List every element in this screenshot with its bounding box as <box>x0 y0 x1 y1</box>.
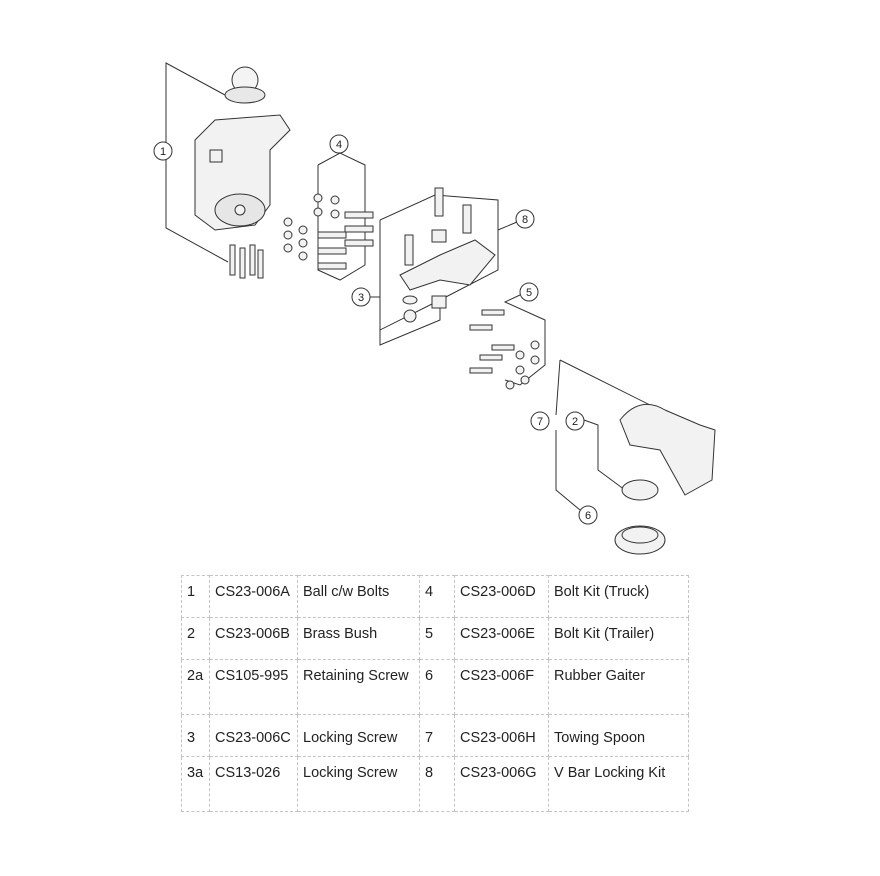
part-code: CS23-006D <box>454 575 549 618</box>
trailer-bolt-kit <box>469 309 540 390</box>
part-description: Retaining Screw <box>297 659 420 715</box>
callout-5: 5 <box>519 282 539 302</box>
part-description: Locking Screw <box>297 714 420 757</box>
part-description: Towing Spoon <box>548 714 689 757</box>
part-code: CS13-026 <box>209 756 298 812</box>
part-code: CS23-006B <box>209 617 298 660</box>
part-code: CS23-006E <box>454 617 549 660</box>
part-description: Bolt Kit (Truck) <box>548 575 689 618</box>
part-code: CS23-006H <box>454 714 549 757</box>
part-code: CS105-995 <box>209 659 298 715</box>
bracket-part <box>194 114 291 231</box>
callout-2: 2 <box>565 411 585 431</box>
part-description: Brass Bush <box>297 617 420 660</box>
item-number: 3 <box>181 714 210 757</box>
exploded-parts-diagram: 1 2 3 4 5 6 7 8 <box>153 62 716 555</box>
table-row: 2 CS23-006B Brass Bush 5 CS23-006E Bolt … <box>181 617 689 660</box>
item-number: 1 <box>181 575 210 618</box>
table-row: 3a CS13-026 Locking Screw 8 CS23-006G V … <box>181 756 689 812</box>
svg-text:5: 5 <box>526 287 532 299</box>
callout-3: 3 <box>351 287 371 307</box>
part-code: CS23-006C <box>209 714 298 757</box>
part-description: Rubber Gaiter <box>548 659 689 715</box>
part-description: Locking Screw <box>297 756 420 812</box>
svg-text:2: 2 <box>572 416 578 428</box>
bolt-cluster <box>229 244 264 279</box>
callout-1: 1 <box>153 141 173 161</box>
svg-text:6: 6 <box>585 510 591 522</box>
svg-text:8: 8 <box>522 214 528 226</box>
truck-bolt-kit <box>283 193 374 270</box>
table-row: 2a CS105-995 Retaining Screw 6 CS23-006F… <box>181 659 689 715</box>
item-number: 3a <box>181 756 210 812</box>
svg-text:1: 1 <box>160 146 166 158</box>
svg-text:4: 4 <box>336 139 342 151</box>
part-code: CS23-006G <box>454 756 549 812</box>
item-number: 8 <box>419 756 455 812</box>
item-number: 7 <box>419 714 455 757</box>
part-code: CS23-006A <box>209 575 298 618</box>
towing-spoon-part <box>614 403 716 555</box>
item-number: 4 <box>419 575 455 618</box>
table-row: 1 CS23-006A Ball c/w Bolts 4 CS23-006D B… <box>181 575 689 618</box>
svg-text:7: 7 <box>537 416 543 428</box>
v-bar-locking-kit <box>399 187 496 323</box>
table-row: 3 CS23-006C Locking Screw 7 CS23-006H To… <box>181 714 689 757</box>
part-description: Ball c/w Bolts <box>297 575 420 618</box>
part-code: CS23-006F <box>454 659 549 715</box>
part-description: Bolt Kit (Trailer) <box>548 617 689 660</box>
item-number: 6 <box>419 659 455 715</box>
svg-text:3: 3 <box>358 292 364 304</box>
ball-part <box>224 66 266 104</box>
item-number: 2a <box>181 659 210 715</box>
callout-4: 4 <box>329 134 349 154</box>
callout-6: 6 <box>578 505 598 525</box>
item-number: 5 <box>419 617 455 660</box>
callout-8: 8 <box>515 209 535 229</box>
parts-table: 1 CS23-006A Ball c/w Bolts 4 CS23-006D B… <box>181 575 689 812</box>
item-number: 2 <box>181 617 210 660</box>
callout-7: 7 <box>530 411 550 431</box>
part-description: V Bar Locking Kit <box>548 756 689 812</box>
